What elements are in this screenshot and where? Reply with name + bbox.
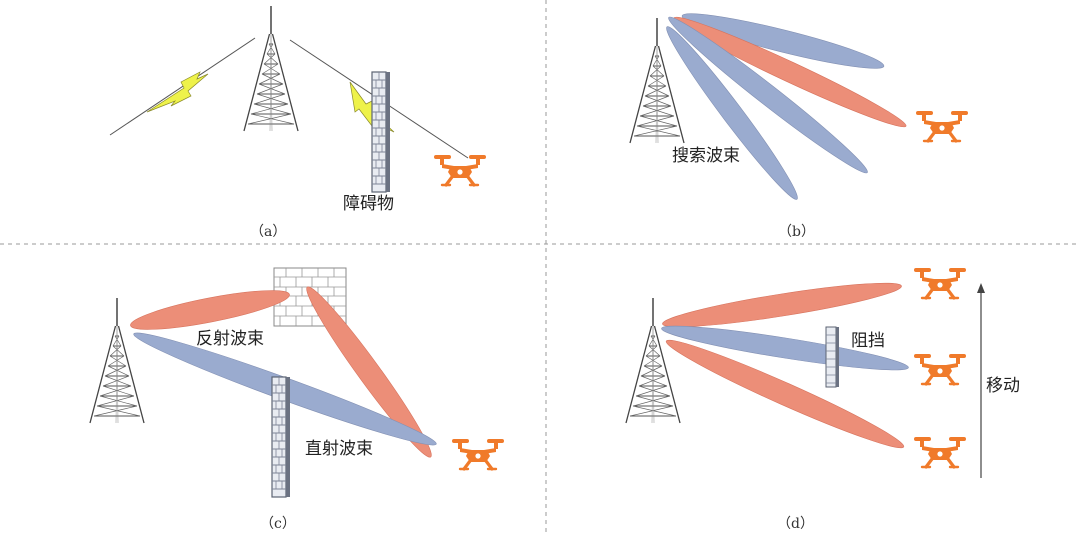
reflect-beam-label: 反射波束 — [196, 329, 264, 349]
beam-middle-blue — [661, 325, 909, 371]
tower-icon — [625, 297, 681, 424]
tower-icon — [243, 5, 299, 132]
drone-bottom-icon — [912, 435, 968, 469]
drone-top-icon — [912, 266, 968, 300]
search-beam-1 — [681, 13, 885, 69]
drone-middle-icon — [912, 352, 968, 386]
search-beam-3 — [668, 16, 868, 174]
panel-c: 反射波束 直射波束 （c） — [89, 267, 506, 532]
move-arrow-head-icon — [977, 283, 985, 293]
panel-b: 搜索波束 （b） — [629, 13, 970, 240]
block-label: 阻挡 — [851, 331, 885, 351]
caption-b: （b） — [778, 224, 815, 240]
obstacle-wall-icon — [271, 376, 291, 498]
caption-c: （c） — [260, 516, 296, 532]
caption-d: （d） — [777, 516, 814, 532]
signal-line-left — [109, 37, 256, 136]
drone-icon — [450, 437, 506, 471]
drone-icon — [914, 109, 970, 143]
tower-icon — [89, 297, 145, 424]
lightning-bolt-left-icon — [146, 71, 209, 113]
obstacle-wall-icon — [371, 71, 391, 193]
panel-d: 阻挡 移动 （d） — [625, 266, 1020, 532]
caption-a: （a） — [250, 224, 286, 240]
blocking-wall-icon — [825, 326, 839, 388]
direct-beam-label: 直射波束 — [305, 439, 373, 459]
reflected-beam-outgoing — [306, 286, 432, 458]
drone-icon — [432, 153, 488, 187]
panel-a: 障碍物 （a） — [109, 5, 488, 240]
move-label: 移动 — [986, 376, 1020, 396]
beam-bottom-red — [665, 339, 905, 449]
obstacle-label: 障碍物 — [343, 194, 394, 214]
search-beam-4 — [666, 26, 798, 200]
beam-top-red — [662, 282, 902, 328]
reflected-beam-incident — [130, 290, 290, 330]
search-beam-label: 搜索波束 — [672, 146, 740, 166]
